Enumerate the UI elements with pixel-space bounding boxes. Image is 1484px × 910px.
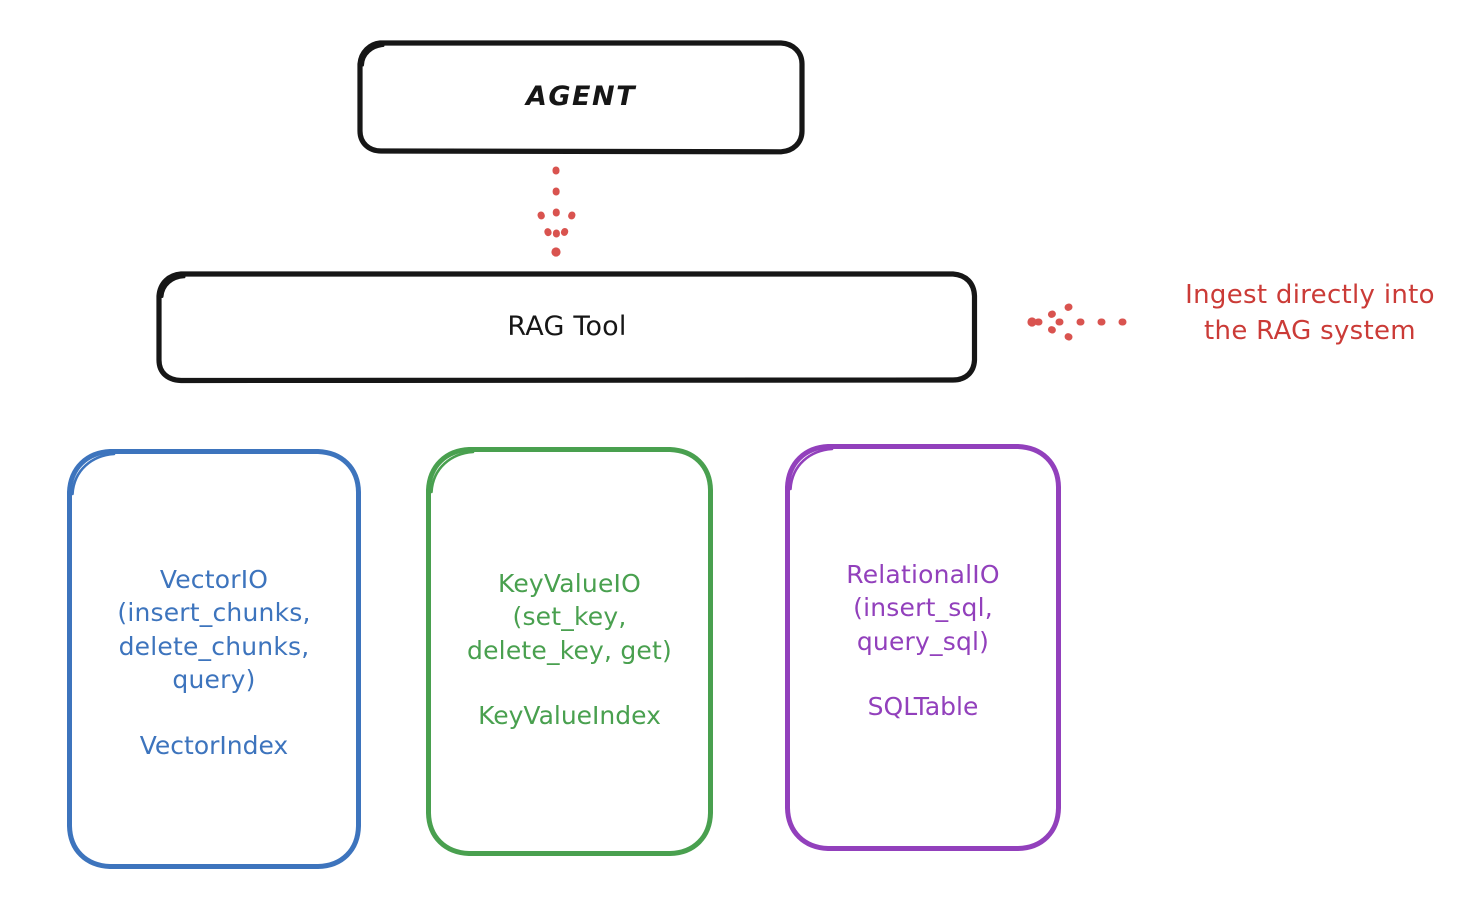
key-value-io-box-outline: [426, 447, 713, 856]
connector-agent-to-rag-tool: [537, 166, 576, 257]
node-relational-io-index: SQLTable: [867, 692, 979, 722]
node-vector-io-label: VectorIO (insert_chunks, delete_chunks, …: [117, 564, 311, 695]
node-agent-label: AGENT: [525, 81, 636, 113]
node-rag-tool[interactable]: RAG Tool: [155, 270, 979, 384]
relational-io-box-outline: [785, 444, 1061, 851]
agent-box-outline: [357, 40, 805, 155]
rag-tool-box-outline: [156, 271, 978, 384]
node-key-value-io-label: KeyValueIO (set_key, delete_key, get): [467, 568, 672, 665]
annotation-ingest-directly: Ingest directly into the RAG system: [1185, 280, 1435, 346]
vector-io-box-outline: [67, 449, 361, 869]
node-key-value-io-index: KeyValueIndex: [478, 701, 661, 731]
node-relational-io-label: RelationalIO (insert_sql, query_sql): [846, 559, 1000, 656]
node-relational-io[interactable]: RelationalIO (insert_sql, query_sql) SQL…: [784, 443, 1062, 852]
node-key-value-io[interactable]: KeyValueIO (set_key, delete_key, get) Ke…: [425, 446, 714, 857]
node-agent[interactable]: AGENT: [356, 39, 806, 155]
connector-ingest-to-rag-tool: [1027, 303, 1127, 341]
node-vector-io[interactable]: VectorIO (insert_chunks, delete_chunks, …: [66, 448, 362, 870]
node-rag-tool-label: RAG Tool: [507, 311, 627, 343]
node-vector-io-index: VectorIndex: [139, 730, 289, 760]
